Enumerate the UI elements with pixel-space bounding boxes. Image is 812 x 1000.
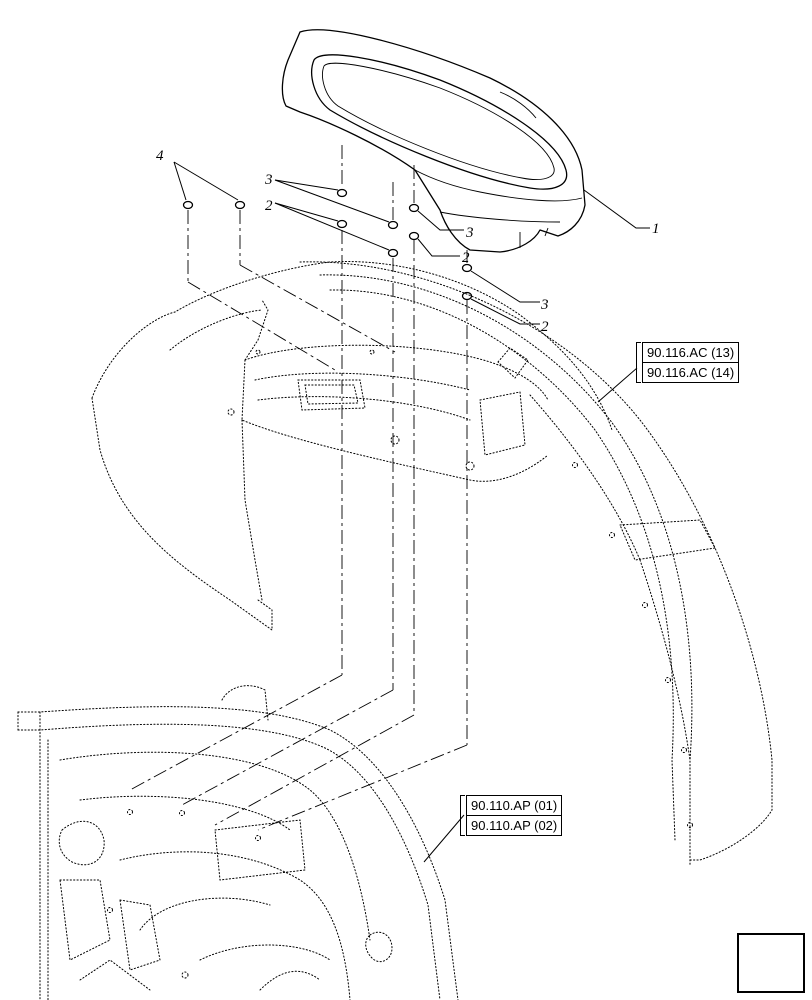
- ref-link-90-110-ap-01[interactable]: 90.110.AP (01): [466, 795, 563, 816]
- callout-2: 2: [265, 198, 273, 214]
- callout-3: 3: [465, 225, 474, 241]
- ref-link-90-116-ac-13[interactable]: 90.116.AC (13): [642, 342, 740, 363]
- callout-2: 2: [462, 250, 470, 266]
- washer-fastener: [461, 263, 473, 273]
- cab-structure: [17, 685, 459, 1000]
- ref-link-90-110-ap-02[interactable]: 90.110.AP (02): [466, 815, 563, 836]
- next-page-button[interactable]: [737, 933, 805, 993]
- washer-fastener: [408, 203, 420, 213]
- nut-fastener: [461, 291, 473, 301]
- ref-bracket-upper: [636, 342, 641, 383]
- callout-leaders: [173, 161, 650, 325]
- callout-2: 2: [541, 319, 549, 335]
- callout-1: 1: [652, 221, 660, 237]
- clip-fastener: [182, 200, 194, 210]
- callout-3: 3: [540, 297, 549, 313]
- washer-fastener: [387, 220, 399, 230]
- reference-leaders: [423, 367, 638, 863]
- nut-fastener: [387, 248, 399, 258]
- callout-labels: 1 2 3 4 3 2 3 2: [156, 148, 660, 335]
- fasteners: [182, 188, 473, 301]
- washer-fastener: [336, 188, 348, 198]
- callout-4: 4: [156, 148, 164, 164]
- dashboard-panel: [91, 261, 613, 631]
- instrument-cluster-cover: [281, 29, 586, 253]
- ref-link-90-116-ac-14[interactable]: 90.116.AC (14): [642, 362, 740, 383]
- nut-fastener: [336, 219, 348, 229]
- clip-fastener: [234, 200, 246, 210]
- nut-fastener: [408, 231, 420, 241]
- arch-trim: [299, 261, 773, 866]
- ref-bracket-lower: [460, 795, 465, 836]
- callout-3: 3: [264, 172, 273, 188]
- assembly-centerlines: [129, 145, 468, 831]
